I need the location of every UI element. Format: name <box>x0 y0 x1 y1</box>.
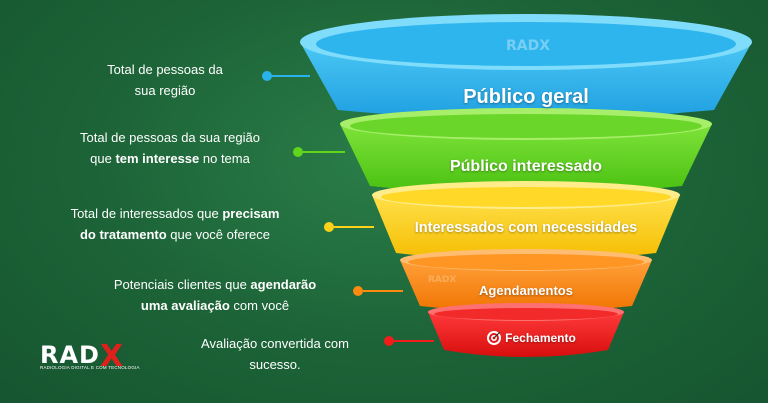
funnel-stage-5 <box>428 303 624 357</box>
connector-line-1 <box>272 75 310 77</box>
connector-dot-1 <box>262 71 272 81</box>
watermark-logo-small: RADX <box>428 275 456 285</box>
stage-label-agendamentos: Agendamentos <box>479 283 573 298</box>
funnel-stage-1: RADX <box>300 14 752 119</box>
stage-label-publico-geral: Público geral <box>463 86 589 108</box>
funnel-stage-2 <box>340 108 712 194</box>
watermark-logo: RADX <box>506 38 550 54</box>
connector-line-5 <box>394 340 434 342</box>
target-icon <box>486 330 502 346</box>
stage-label-interessados-necessidades: Interessados com necessidades <box>414 220 638 236</box>
connector-dot-5 <box>384 336 394 346</box>
logo-wordmark: RADX <box>40 339 125 374</box>
stage-label-publico-interessado: Público interessado <box>449 158 603 175</box>
connector-dot-3 <box>324 222 334 232</box>
connector-line-4 <box>363 290 403 292</box>
funnel-stage-4: RADX <box>400 249 652 312</box>
funnel-stage-3 <box>372 181 680 261</box>
stage-label-fechamento: Fechamento <box>476 330 586 346</box>
connector-dot-4 <box>353 286 363 296</box>
connector-line-2 <box>303 151 345 153</box>
radx-logo: RADX RADIOLOGIA DIGITAL E COM TECNOLOGIA <box>40 336 150 376</box>
stage-label-fechamento-text: Fechamento <box>505 331 576 345</box>
logo-tagline: RADIOLOGIA DIGITAL E COM TECNOLOGIA <box>40 365 140 370</box>
connector-dot-2 <box>293 147 303 157</box>
connector-line-3 <box>334 226 374 228</box>
